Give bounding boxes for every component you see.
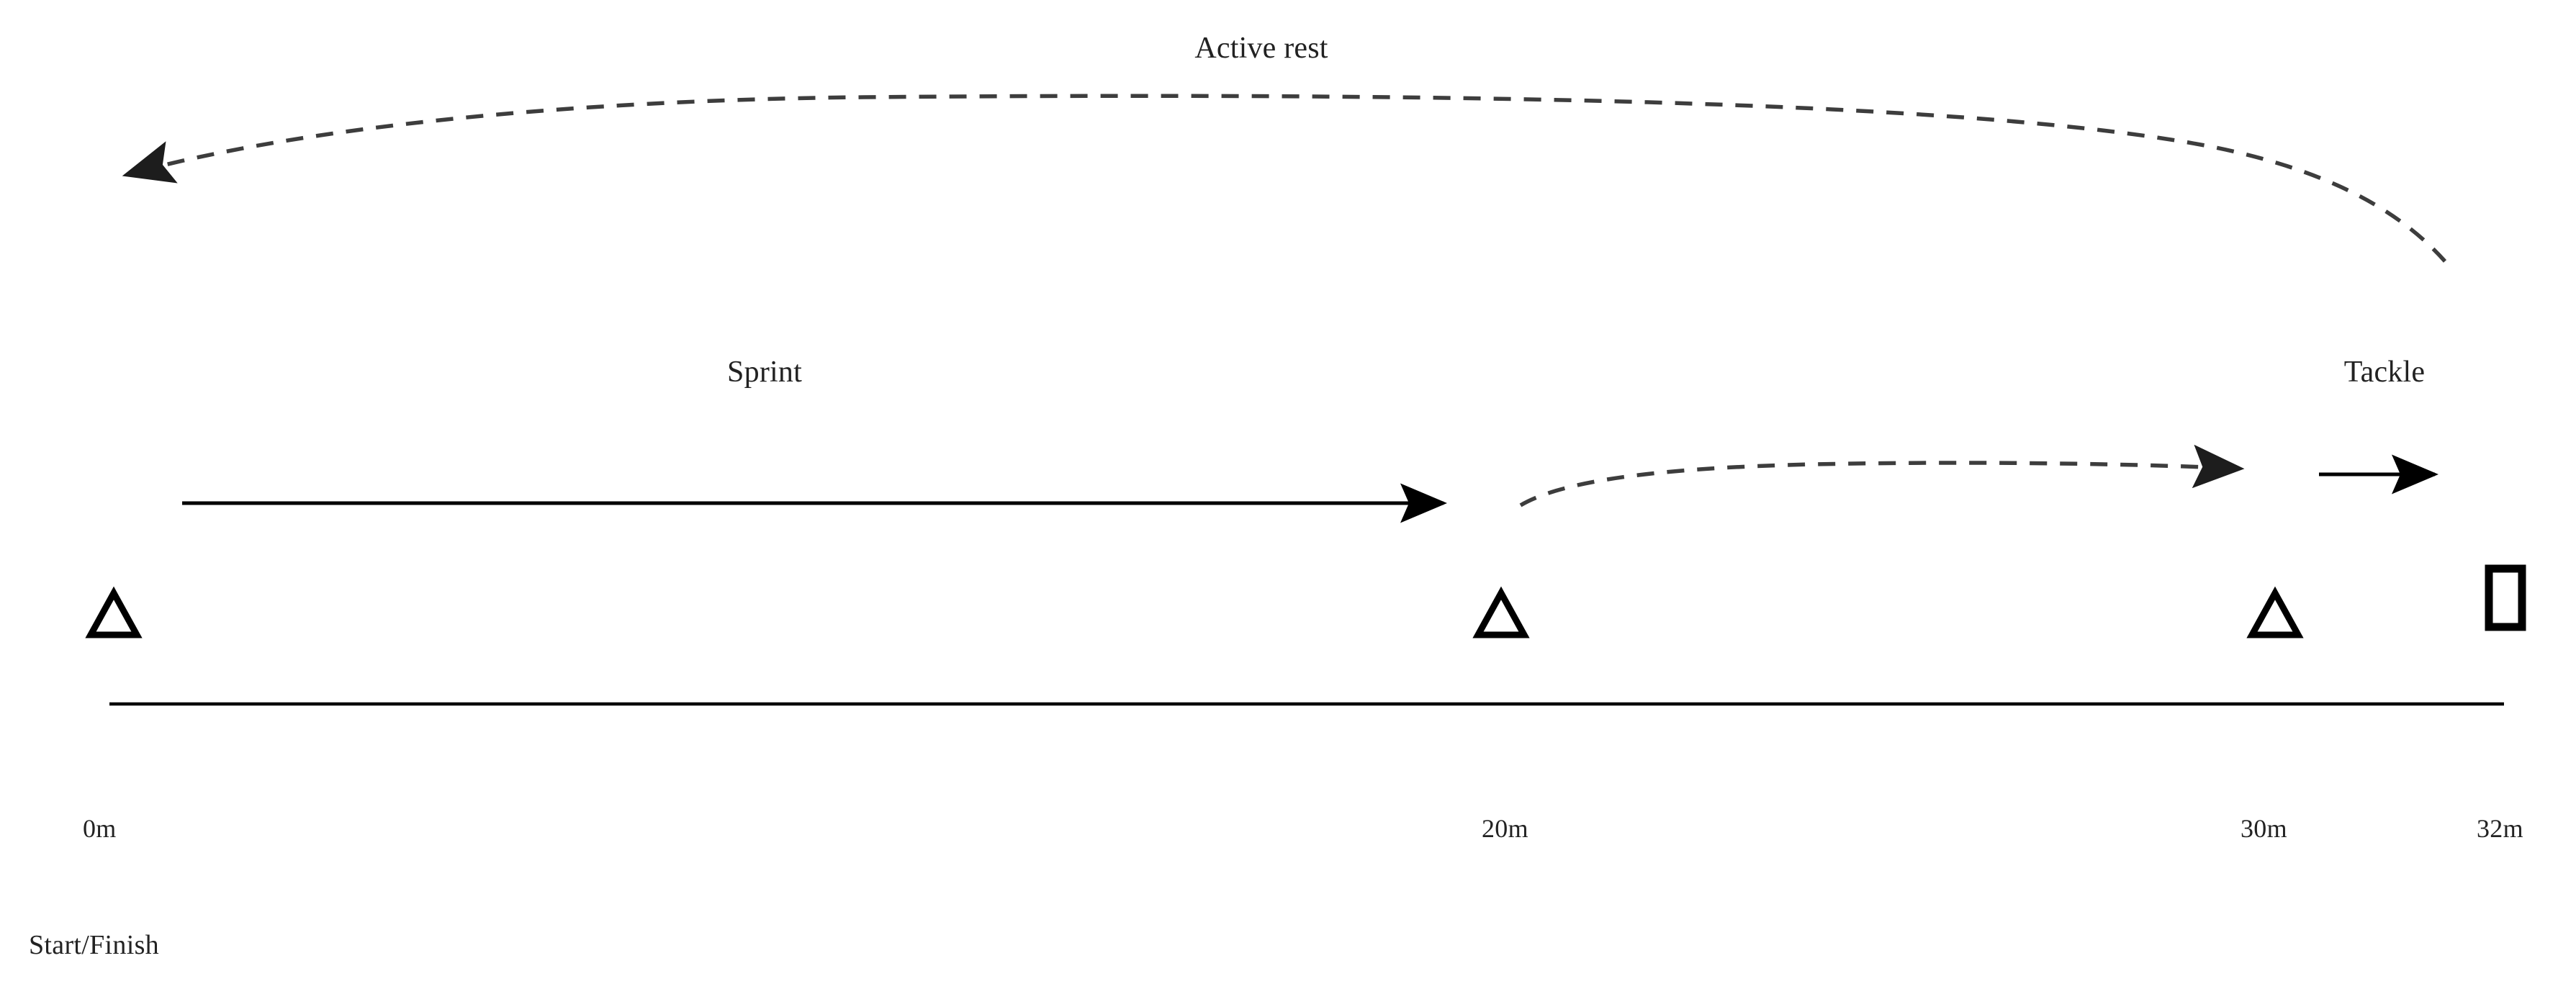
arrow-approach-jog (1519, 444, 2245, 507)
distance-label-0m: 0m (83, 814, 117, 843)
label-tackle: Tackle (2343, 356, 2426, 389)
course-marker-cone-20m (1472, 586, 1530, 638)
course-marker-cone-30m (2246, 586, 2304, 638)
label-sprint: Sprint (727, 356, 802, 389)
triangle-icon (1472, 586, 1530, 638)
distance-label-32m: 32m (2477, 814, 2523, 843)
approach-path (1519, 444, 2245, 507)
triangle-icon (85, 586, 143, 638)
active-rest-path (122, 94, 2447, 263)
distance-label-30m: 30m (2241, 814, 2287, 843)
course-marker-tackle-bag-32m (2485, 564, 2526, 631)
rectangle-icon (2485, 564, 2526, 631)
label-start-finish: Start/Finish (29, 930, 159, 960)
title-active-rest: Active rest (1194, 32, 1328, 65)
arrow-active-rest-return (122, 94, 2447, 263)
course-marker-cone-0m (85, 586, 143, 638)
triangle-icon (2246, 586, 2304, 638)
distance-label-20m: 20m (1482, 814, 1528, 843)
